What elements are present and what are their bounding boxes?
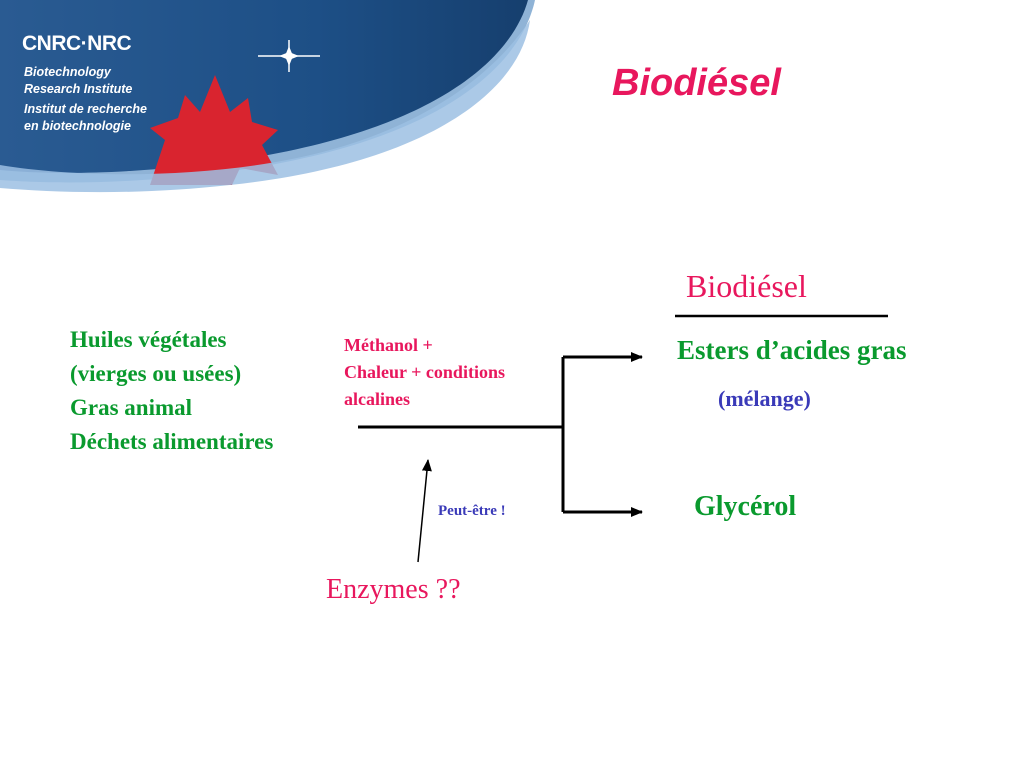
reagent-line: Méthanol + [344,335,433,355]
product-glycerol: Glycérol [694,491,797,522]
product-heading: Biodiésel [686,268,807,304]
feedstock-item: Huiles végétales [70,327,227,352]
nrc-logo-mark: CNRC·NRC [22,32,132,55]
star-sparkle-icon [258,40,320,72]
slide-title: Biodiésel [612,62,781,104]
feedstock-list: Huiles végétales (vierges ou usées) Gras… [70,323,273,459]
product-esters-note: (mélange) [718,386,811,411]
institute-name-fr-1: Institut de recherche [24,102,147,116]
catalyst-label: Enzymes ?? [326,574,461,605]
catalyst-note: Peut-être ! [438,503,506,519]
feedstock-item: (vierges ou usées) [70,361,242,386]
reagent-list: Méthanol + Chaleur + conditions alcaline… [344,332,505,413]
maple-leaf-icon [150,75,278,185]
feedstock-item: Déchets alimentaires [70,429,274,454]
reagent-line: alcalines [344,389,410,409]
institute-name-fr-2: en biotechnologie [24,119,131,133]
reagent-line: Chaleur + conditions [344,362,505,382]
header-banner [0,0,535,193]
feedstock-item: Gras animal [70,395,193,420]
institute-name-en-1: Biotechnology [24,65,111,79]
arrow-from-enzymes [417,459,432,563]
product-esters: Esters d’acides gras [677,335,907,365]
institute-name-en-2: Research Institute [24,82,133,96]
